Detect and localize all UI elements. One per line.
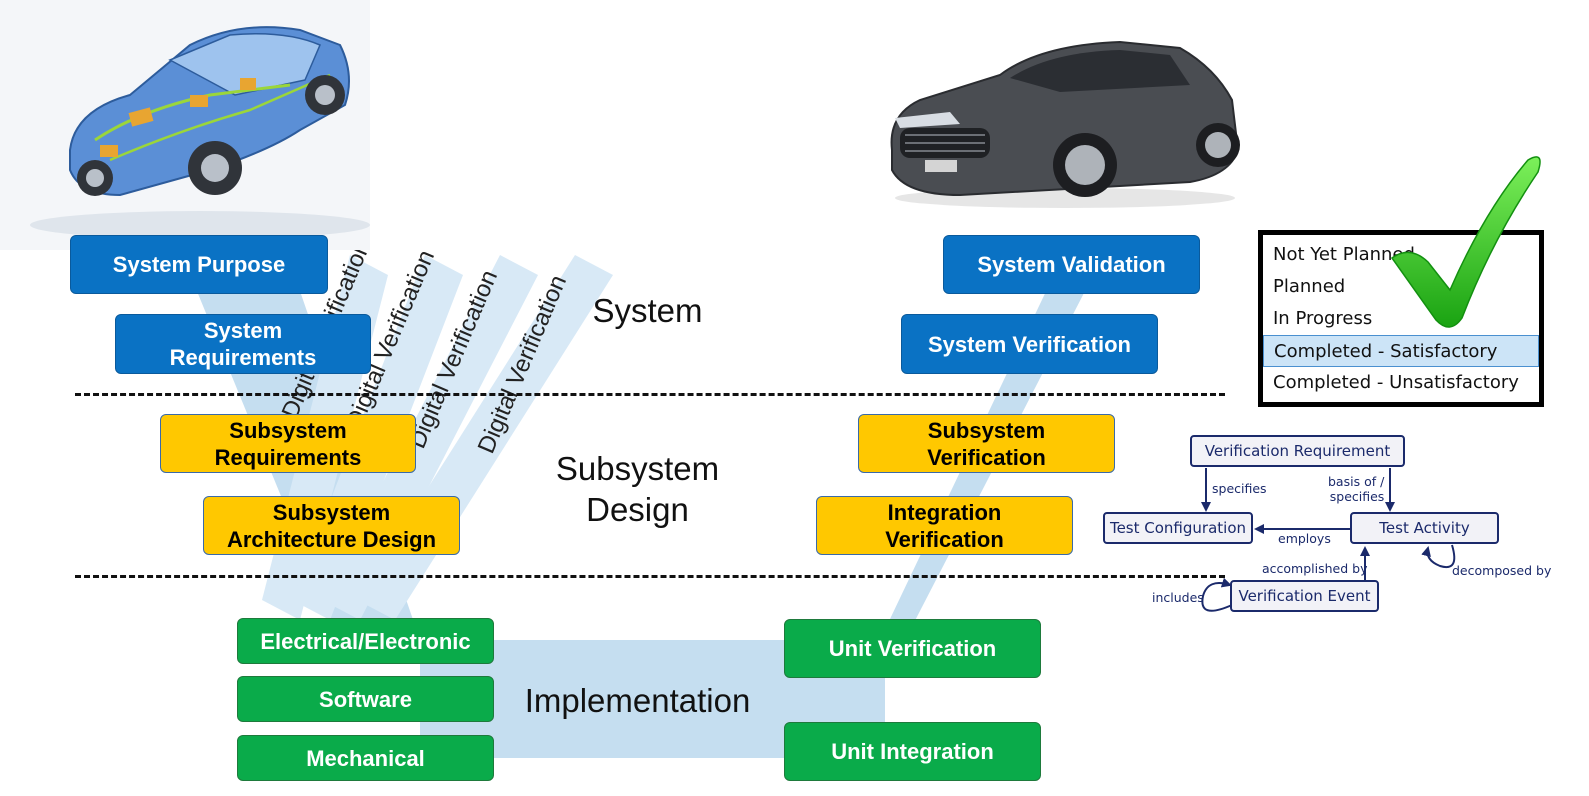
status-option-completed-unsatisfactory[interactable]: Completed - Unsatisfactory — [1273, 372, 1519, 393]
subsystem-level-line1: Subsystem — [555, 450, 720, 487]
status-option-not-yet-planned[interactable]: Not Yet Planned — [1273, 244, 1415, 265]
specifies-label: specifies — [1212, 481, 1267, 496]
test-configuration-node[interactable]: Test Configuration — [1103, 512, 1253, 544]
system-validation-box[interactable]: System Validation — [943, 235, 1200, 294]
mechanical-box[interactable]: Mechanical — [237, 735, 494, 781]
system-verification-box[interactable]: System Verification — [901, 314, 1158, 374]
subsystem-level-line2: Design — [586, 491, 689, 528]
accomplished-by-label: accomplished by — [1262, 561, 1368, 576]
system-purpose-box[interactable]: System Purpose — [70, 235, 328, 294]
verification-status-list: Not Yet Planned Planned In Progress Comp… — [1258, 230, 1544, 407]
implementation-level-label: Implementation — [524, 682, 751, 719]
subsystem-design-level-label: Subsystem Design — [525, 448, 750, 530]
system-level-separator — [75, 393, 1225, 396]
unit-integration-box[interactable]: Unit Integration — [784, 722, 1041, 781]
subsystem-verification-box[interactable]: Subsystem Verification — [858, 414, 1115, 473]
software-box[interactable]: Software — [237, 676, 494, 722]
integration-verification-box[interactable]: Integration Verification — [816, 496, 1073, 555]
status-option-in-progress[interactable]: In Progress — [1273, 308, 1373, 329]
basis-of-label: basis of / specifies — [1328, 474, 1385, 504]
test-activity-node[interactable]: Test Activity — [1350, 512, 1499, 544]
status-option-completed-satisfactory[interactable]: Completed - Satisfactory — [1263, 335, 1539, 367]
decomposed-by-label: decomposed by — [1452, 563, 1552, 578]
employs-label: employs — [1278, 531, 1331, 546]
includes-label: includes — [1152, 590, 1204, 605]
verification-event-node[interactable]: Verification Event — [1230, 580, 1379, 612]
status-option-planned[interactable]: Planned — [1273, 276, 1346, 297]
system-requirements-box[interactable]: System Requirements — [115, 314, 371, 374]
subsystem-architecture-design-box[interactable]: Subsystem Architecture Design — [203, 496, 460, 555]
system-level-label: System — [592, 292, 703, 329]
decomposed-by-loop — [1421, 544, 1456, 568]
verification-requirement-node[interactable]: Verification Requirement — [1190, 435, 1405, 467]
subsystem-level-separator — [75, 575, 1225, 578]
includes-loop — [1201, 577, 1233, 612]
subsystem-requirements-box[interactable]: Subsystem Requirements — [160, 414, 416, 473]
electrical-electronic-box[interactable]: Electrical/Electronic — [237, 618, 494, 664]
unit-verification-box[interactable]: Unit Verification — [784, 619, 1041, 678]
